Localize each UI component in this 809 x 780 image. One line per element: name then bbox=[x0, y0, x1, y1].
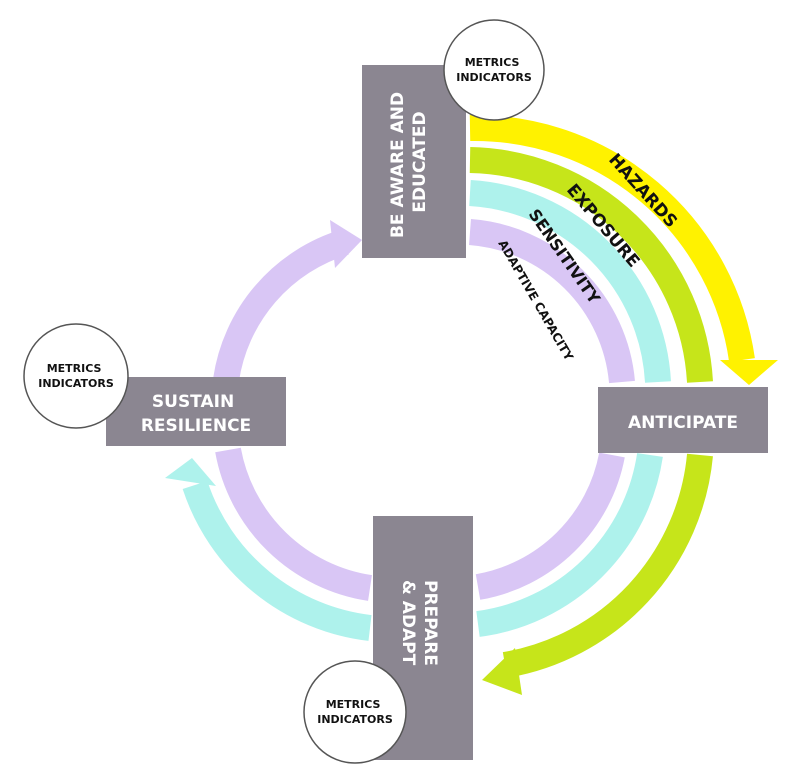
adaptive-arc-top-left bbox=[213, 229, 349, 383]
sensitivity-arrowhead-left bbox=[165, 458, 216, 486]
adaptive-arc-right-bottom bbox=[475, 452, 625, 600]
svg-text:BE AWARE AND EDUCATED: BE AWARE AND EDUCATED bbox=[388, 86, 430, 238]
svg-text:SUSTAIN RESILIENCE: SUSTAIN RESILIENCE bbox=[141, 392, 251, 436]
sensitivity-arc-left bbox=[182, 480, 372, 641]
svg-text:METRICS INDICATORS: METRICS INDICATORS bbox=[317, 698, 393, 726]
adaptive-arc-right-top bbox=[468, 219, 635, 384]
hazards-arc bbox=[469, 114, 755, 362]
metrics-left-line-2: INDICATORS bbox=[38, 377, 114, 390]
metrics-bottom-line-1: METRICS bbox=[326, 698, 381, 711]
metrics-indicators-top: METRICS INDICATORS bbox=[443, 19, 545, 121]
stage-be-aware-and-educated: BE AWARE AND EDUCATED bbox=[362, 65, 466, 258]
anticipate-label: ANTICIPATE bbox=[628, 413, 738, 433]
adaptive-arc-bottom-left bbox=[215, 447, 373, 601]
prepare-line-1: PREPARE bbox=[420, 580, 440, 666]
sustain-line-1: SUSTAIN bbox=[152, 392, 234, 412]
hazards-arrowhead bbox=[720, 360, 778, 385]
metrics-indicators-left: METRICS INDICATORS bbox=[23, 323, 129, 429]
sustain-line-2: RESILIENCE bbox=[141, 416, 251, 436]
svg-text:METRICS INDICATORS: METRICS INDICATORS bbox=[456, 56, 532, 84]
sensitivity-arc-right-bottom bbox=[476, 452, 663, 637]
sensitivity-arc-right-top bbox=[469, 180, 671, 383]
adaptive-arrowhead-top bbox=[330, 220, 362, 268]
stage-sustain-resilience: SUSTAIN RESILIENCE bbox=[106, 377, 286, 446]
svg-text:METRICS INDICATORS: METRICS INDICATORS bbox=[38, 362, 114, 390]
metrics-top-line-2: INDICATORS bbox=[456, 71, 532, 84]
exposure-arc-right-top bbox=[469, 147, 713, 383]
metrics-indicators-bottom: METRICS INDICATORS bbox=[303, 660, 407, 764]
aware-line-1: BE AWARE AND bbox=[388, 92, 408, 238]
metrics-top-line-1: METRICS bbox=[465, 56, 520, 69]
exposure-arrowhead bbox=[482, 648, 522, 695]
exposure-arc-right-bottom bbox=[502, 453, 713, 678]
stage-anticipate: ANTICIPATE bbox=[598, 387, 768, 453]
metrics-left-line-1: METRICS bbox=[47, 362, 102, 375]
prepare-line-2: & ADAPT bbox=[398, 580, 418, 666]
metrics-bottom-line-2: INDICATORS bbox=[317, 713, 393, 726]
aware-line-2: EDUCATED bbox=[410, 111, 430, 212]
svg-text:PREPARE & ADAPT: PREPARE & ADAPT bbox=[398, 580, 440, 672]
